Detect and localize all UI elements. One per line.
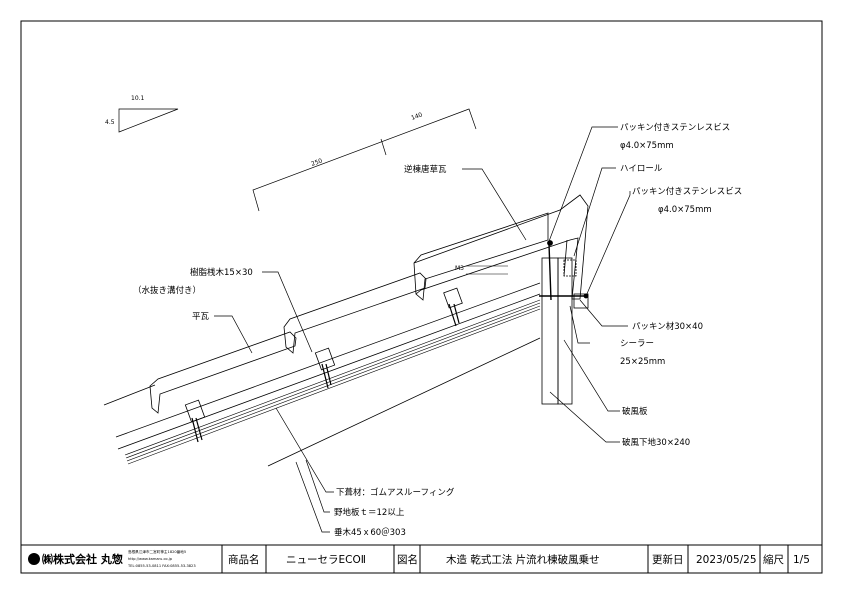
product-label: 商品名 (228, 553, 260, 566)
label-sealer-size: 25×25mm (620, 357, 665, 367)
ridge-barge-tile (413, 194, 589, 300)
rafter-line (267, 337, 541, 467)
label-rafter: 垂木45ｘ60＠303 (334, 527, 406, 538)
barge-board (557, 257, 573, 405)
label-sealer: シーラー (620, 339, 654, 349)
label-barge-board: 破風板 (622, 406, 648, 417)
dim-long-text: 250 (310, 157, 323, 168)
scale-label: 縮尺 (763, 553, 784, 566)
flat-tile-1 (149, 331, 297, 414)
slope-rise-text: 4.5 (105, 119, 115, 126)
packing-material (563, 259, 577, 277)
product-name: ニューセラECOⅡ (286, 554, 366, 566)
dimension-lines (252, 108, 477, 212)
sheathing-bottom (117, 293, 541, 450)
title-block (20, 544, 823, 574)
label-sheathing: 野地板ｔ＝12以上 (334, 507, 405, 518)
flat-tile-2 (283, 272, 427, 354)
label-batten-note: （水抜き溝付き） (133, 285, 201, 296)
company-logo-icon (28, 553, 40, 565)
leader-lines (214, 126, 631, 533)
company-address-3: TEL:0855-53-0811 FAX:0855-53-3823 (127, 564, 196, 568)
updated-label: 更新日 (652, 553, 684, 566)
sheathing-top (115, 282, 541, 438)
roof-section (103, 194, 589, 467)
scale-value: 1/5 (793, 554, 810, 566)
label-flat-tile: 平瓦 (192, 312, 210, 322)
updated-date: 2023/05/25 (696, 554, 757, 566)
company-name: ㈱株式会社 丸惣 (42, 552, 123, 566)
label-ridge-tile: 逆棟唐草瓦 (404, 164, 447, 175)
label-screw-mid-size: φ4.0×75mm (658, 205, 712, 215)
dim-small-text: M3 (455, 265, 464, 272)
flat-tile-3 (413, 212, 549, 301)
label-high-roll: ハイロール (620, 164, 663, 174)
dim-short-text: 140 (410, 111, 423, 122)
drawing-name: 木造 乾式工法 片流れ棟破風乗せ (446, 553, 600, 566)
label-screw-mid: パッキン付きステンレスビス (632, 186, 742, 197)
label-packing: パッキン材30×40 (632, 321, 703, 332)
slope-run-text: 10.1 (131, 95, 145, 102)
company-address-2: http://www.kamaru.co.jp (128, 557, 173, 561)
label-barge-base: 破風下地30×240 (622, 437, 690, 448)
label-screw-top: パッキン付きステンレスビス (620, 122, 730, 133)
label-batten: 樹脂桟木15×30 (190, 267, 253, 278)
drawing-label: 図名 (397, 553, 418, 566)
label-screw-top-size: φ4.0×75mm (620, 141, 674, 151)
company-address-1: 島根県江津市二宮町神主1820番地5 (128, 549, 186, 554)
sealer-block (573, 293, 589, 309)
slope-indicator: 10.1 4.5 (105, 95, 179, 133)
label-underlay: 下葺材：ゴムアスルーフィング (336, 487, 455, 498)
